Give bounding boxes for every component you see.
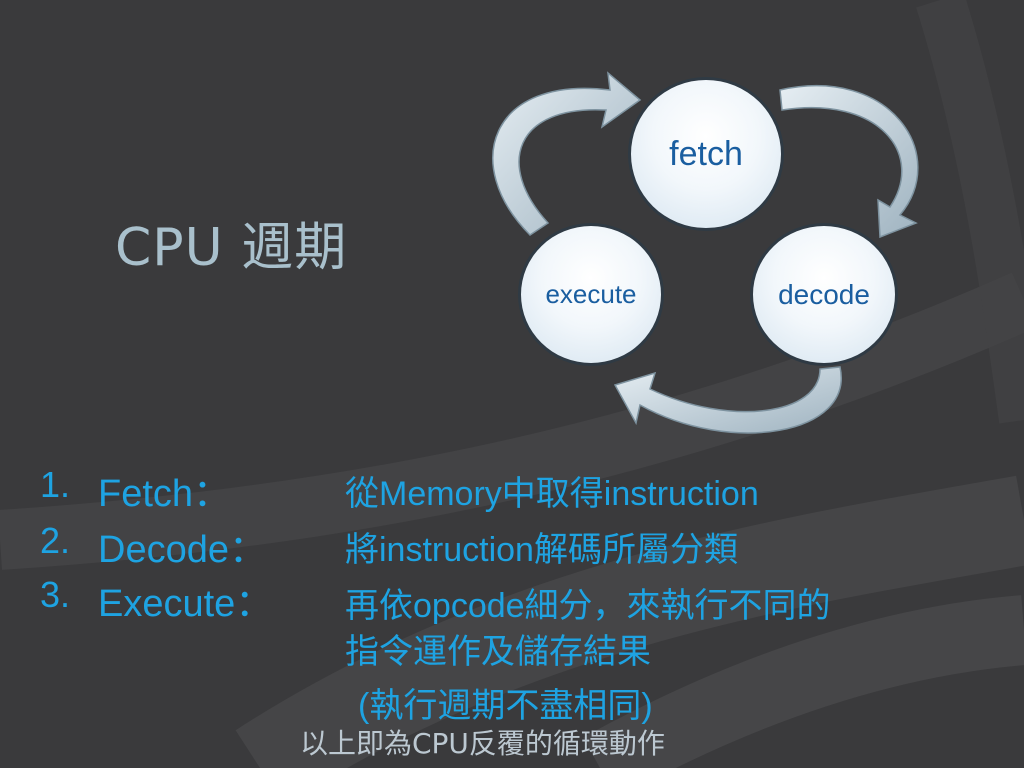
arrow-execute-to-fetch bbox=[492, 71, 642, 236]
fetch-label: fetch bbox=[669, 134, 743, 173]
cpu-cycle-diagram: fetch execute decode bbox=[470, 55, 950, 455]
step-description: 再依opcode細分，來執行不同的 bbox=[345, 587, 831, 625]
execute-node: execute bbox=[518, 223, 664, 366]
slide-title: CPU 週期 bbox=[115, 218, 348, 278]
execute-label: execute bbox=[545, 279, 637, 309]
step-number: 1. bbox=[40, 464, 71, 505]
step-number: 2. bbox=[40, 520, 71, 561]
step-description: 將instruction解碼所屬分類 bbox=[345, 531, 738, 569]
step-name: Execute： bbox=[98, 583, 274, 625]
cycle-arrows bbox=[492, 71, 919, 434]
step-note: (執行週期不盡相同) bbox=[358, 687, 653, 725]
decode-label: decode bbox=[778, 278, 870, 310]
step-number: 3. bbox=[40, 574, 71, 615]
footer-caption: 以上即為CPU反覆的循環動作 bbox=[300, 727, 665, 760]
step-description-continued: 指令運作及儲存結果 bbox=[345, 633, 651, 671]
arrow-fetch-to-decode bbox=[779, 84, 919, 239]
step-description: 從Memory中取得instruction bbox=[345, 475, 759, 513]
step-name: Decode： bbox=[98, 529, 267, 571]
decode-node: decode bbox=[750, 223, 898, 366]
arrow-decode-to-execute bbox=[613, 366, 842, 434]
step-name: Fetch： bbox=[98, 473, 232, 515]
fetch-node: fetch bbox=[628, 77, 784, 231]
